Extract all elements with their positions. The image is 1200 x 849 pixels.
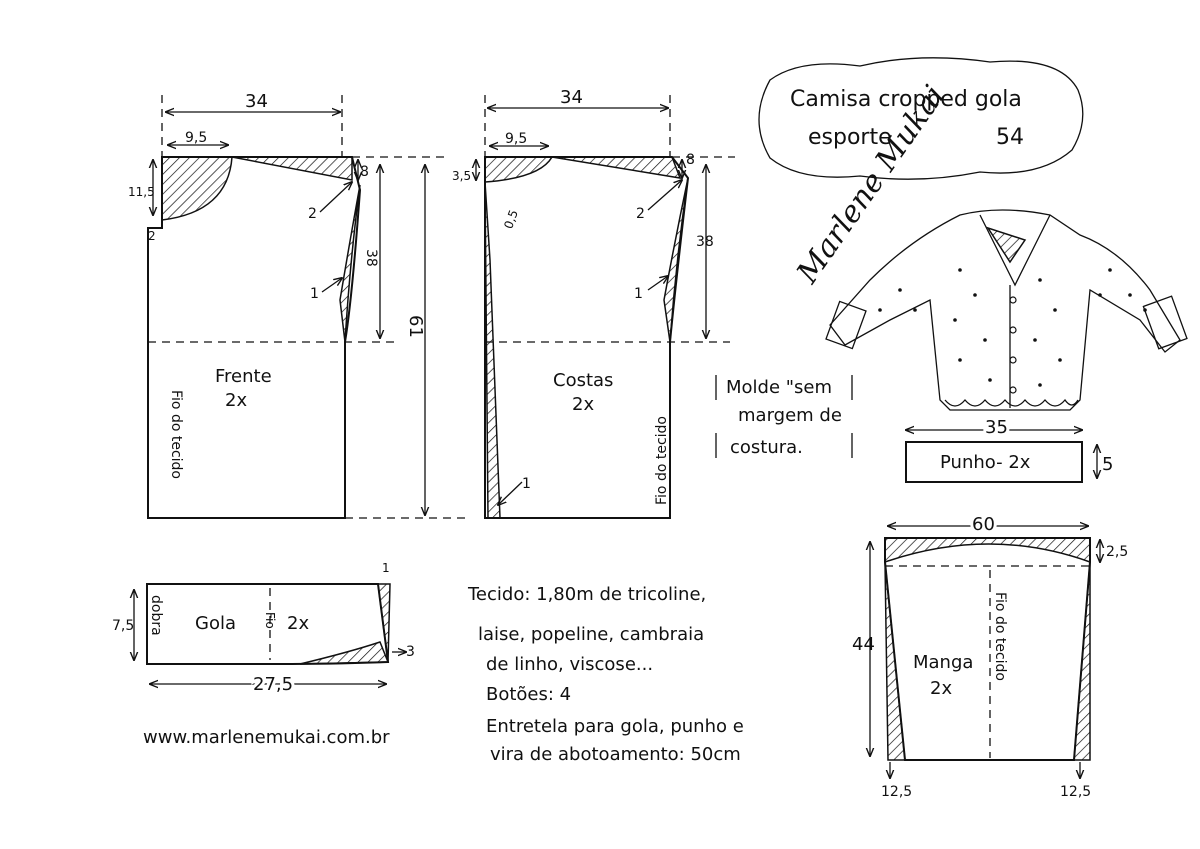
back-neck-width-label: 9,5 (505, 131, 527, 147)
sleeve-name: Manga (913, 652, 973, 673)
sleeve-qty: 2x (930, 678, 952, 699)
note-line3: costura. (730, 437, 803, 458)
sleeve-hem-right: 12,5 (1060, 784, 1091, 800)
back-shoulder-drop-label: 8 (686, 152, 695, 168)
materials-text: Tecido: 1,80m de tricoline, laise, popel… (467, 584, 744, 765)
materials-line1: Tecido: 1,80m de tricoline, (467, 584, 706, 605)
back-grain: Fio do tecido (654, 416, 670, 505)
sleeve-left-hatch (884, 561, 906, 761)
title-line2: esporte (808, 125, 892, 150)
collar-qty: 2x (287, 613, 309, 634)
front-qty: 2x (225, 390, 247, 411)
back-name: Costas (553, 370, 613, 391)
back-mark-1: 1 (634, 286, 643, 302)
front-ext-label: 2 (148, 229, 156, 243)
front-piece: 34 9,5 11,5 2 8 38 61 2 1 Frente 2x Fio … (128, 91, 470, 519)
back-neck-depth-label: 3,5 (452, 169, 471, 183)
collar-tip1: 1 (382, 561, 390, 575)
front-neck-hatch (161, 156, 233, 221)
cloud-outline (758, 57, 1084, 180)
sleeve-right-hatch (1073, 561, 1091, 761)
collar-fold-label: dobra (148, 595, 164, 636)
sleeve-length-label: 44 (852, 634, 875, 655)
cuff-height-label: 5 (1102, 454, 1113, 475)
sleeve-grain: Fio do tecido (992, 592, 1008, 681)
materials-line3: de linho, viscose... (486, 654, 653, 675)
front-grain: Fio do tecido (168, 390, 184, 479)
back-mark-1b: 1 (522, 476, 531, 492)
front-shoulder-hatch (231, 156, 353, 181)
sleeve-hem-left: 12,5 (881, 784, 912, 800)
front-shoulder-drop-label: 8 (360, 164, 369, 180)
note-line2: margem de (738, 405, 842, 426)
front-width-label: 34 (245, 91, 268, 112)
back-neck-hatch (484, 156, 554, 183)
cuff-width-label: 35 (985, 417, 1008, 438)
materials-line6: vira de abotoamento: 50cm (490, 744, 741, 765)
front-side-hatch (339, 184, 361, 343)
title-line1: Camisa cropped gola (790, 87, 1022, 112)
back-side-hatch (663, 177, 689, 343)
sleeve-cap-hatch (884, 537, 1091, 564)
title-cloud: Camisa cropped gola esporte 54 (758, 57, 1084, 180)
back-width-label: 34 (560, 87, 583, 108)
jacket-sketch (825, 209, 1188, 411)
materials-line5: Entretela para gola, punho e (486, 716, 744, 737)
cuff-piece: 35 Punho- 2x 5 (905, 414, 1113, 483)
materials-line2: laise, popeline, cambraia (478, 624, 704, 645)
collar-height-label: 7,5 (112, 618, 134, 634)
back-mark-2: 2 (636, 206, 645, 222)
back-shoulder-hatch (551, 156, 682, 179)
materials-line4: Botões: 4 (486, 684, 571, 705)
back-armhole-label: 38 (696, 234, 714, 250)
back-qty: 2x (572, 394, 594, 415)
front-name: Frente (215, 366, 272, 387)
collar-tip3: 3 (406, 644, 415, 660)
collar-tip-hatch (377, 583, 391, 663)
website: www.marlenemukai.com.br (143, 727, 390, 748)
front-armhole-label: 38 (363, 249, 379, 267)
collar-edge-hatch (299, 641, 390, 665)
note-line1: Molde "sem (726, 377, 832, 398)
front-neck-width-label: 9,5 (185, 130, 207, 146)
sleeve-piece: 60 2,5 44 Manga 2x Fio do tecido 12,5 12… (852, 511, 1128, 800)
collar-piece: 7,5 dobra Gola Fio 2x 1 3 27,5 (112, 561, 415, 698)
collar-length-label: 27,5 (253, 674, 293, 695)
back-cf-hatch (484, 181, 501, 519)
collar-grain: Fio (263, 612, 277, 629)
front-mark-1: 1 (310, 286, 319, 302)
collar-name: Gola (195, 613, 236, 634)
back-mark-05: 0,5 (501, 208, 521, 231)
front-neck-depth-label: 11,5 (128, 185, 155, 199)
sleeve-cap-label: 2,5 (1106, 544, 1128, 560)
front-length-label: 61 (405, 315, 426, 338)
title-size: 54 (996, 125, 1024, 150)
sleeve-outline (884, 537, 1091, 761)
sleeve-width-label: 60 (972, 514, 995, 535)
seam-note: Molde "sem margem de costura. (715, 375, 853, 458)
cuff-label: Punho- 2x (940, 452, 1031, 473)
front-mark-2: 2 (308, 206, 317, 222)
cuff-outline (905, 441, 1083, 483)
back-piece: 34 9,5 3,5 8 38 2 1 0,5 1 Costas 2x Fio … (452, 87, 735, 519)
